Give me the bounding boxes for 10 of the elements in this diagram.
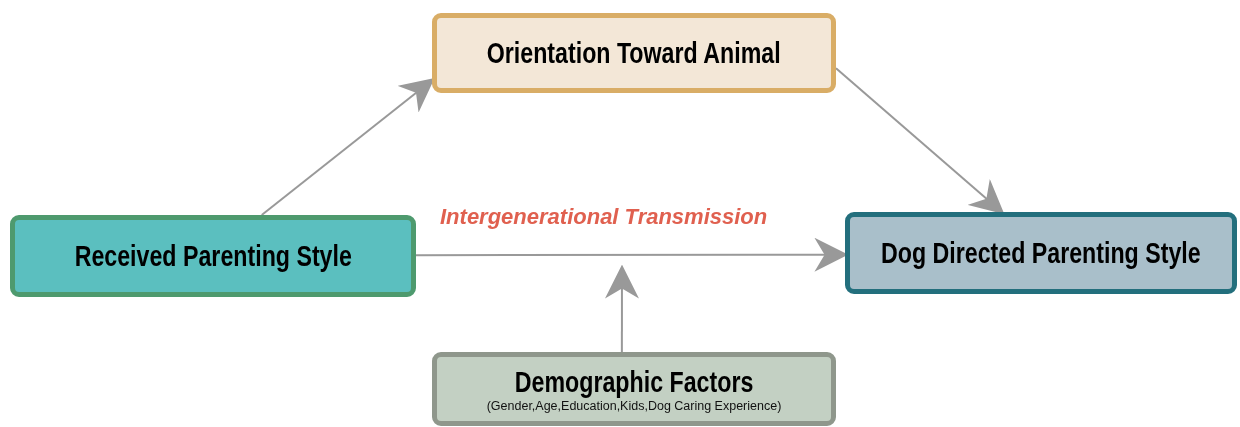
process-box xyxy=(432,352,836,426)
process-box xyxy=(10,215,416,297)
process-box xyxy=(845,212,1237,294)
box-title: Received Parenting Style xyxy=(74,239,352,273)
box-subtitle: (Gender,Age,Education,Kids,Dog Caring Experience) xyxy=(486,398,782,413)
box-title: Demographic Factors xyxy=(514,365,754,399)
box-title: Orientation Toward Animal xyxy=(487,36,781,70)
arrow xyxy=(604,264,639,353)
box-title: Dog Directed Parenting Style xyxy=(881,236,1201,270)
process-box xyxy=(432,13,836,93)
